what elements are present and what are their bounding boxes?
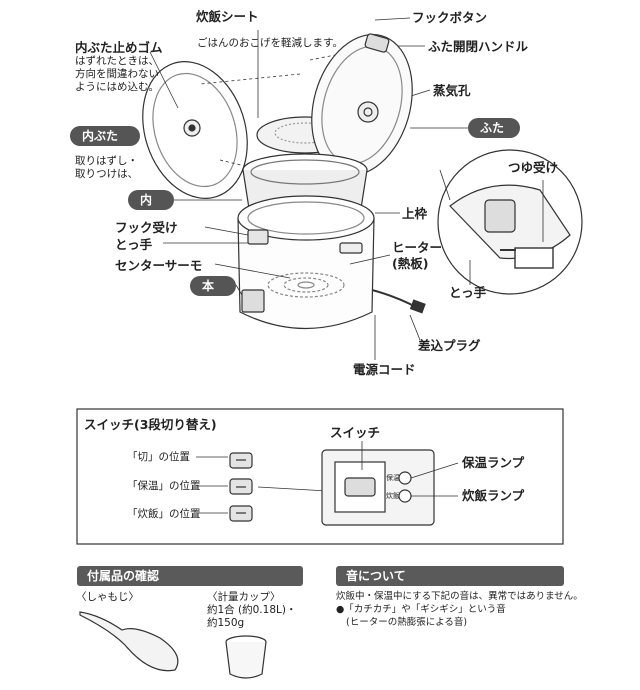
cup-title: 〈計量カップ〉: [207, 591, 281, 603]
keep-warm-lamp-label: 保温ランプ: [462, 455, 525, 470]
switch-position-off: 「切」の位置: [127, 451, 190, 463]
switch-panel-illustration: [321, 441, 459, 526]
inner-lid-illustration: [142, 61, 248, 199]
switch-position-icons: [229, 452, 253, 522]
sound-line-2: ●「カチカチ」や「ギシギシ」という音: [336, 604, 506, 615]
steam-vent-label: 蒸気孔: [433, 83, 471, 98]
switch-box-title: スイッチ(3段切り替え): [84, 417, 217, 432]
gasket-note-line-1: はずれたときは、: [75, 55, 159, 67]
switch-position-cook: 「炊飯」の位置: [127, 508, 201, 520]
panel-keep-warm-text: 保温: [386, 474, 400, 482]
rice-sheet-note: ごはんのおこげを軽減します。: [197, 37, 343, 49]
sound-header: 音について: [336, 566, 564, 586]
heater-label-line-1: ヒーター: [392, 240, 443, 255]
cup-spec-line-2: 約150g: [207, 617, 245, 629]
inner-lid-gasket-title: 内ぶた止めゴム: [75, 40, 163, 55]
center-thermo-label: センターサーモ: [115, 258, 203, 273]
cook-lamp-label: 炊飯ランプ: [462, 488, 525, 503]
lid-badge: ふた: [468, 118, 520, 138]
heater-label-line-2: (熱板): [392, 256, 429, 271]
gasket-note-line-2: 方向を間違わない: [75, 68, 159, 80]
rice-sheet-label: 炊飯シート: [196, 9, 259, 24]
panel-cook-text: 炊飯: [386, 492, 400, 500]
inner-lid-badge: 内ぶた: [70, 126, 140, 146]
inner-lid-note-line-2: 取りつけは、: [75, 168, 139, 180]
measuring-cup-illustration: [225, 635, 267, 679]
lid-handle-label: ふた開閉ハンドル: [428, 39, 529, 54]
hook-button-label: フックボタン: [412, 10, 488, 25]
inner-lid-note-line-1: 取りはずし・: [75, 155, 138, 167]
plug-label: 差込プラグ: [418, 338, 481, 353]
detail-inset-illustration: [437, 149, 583, 295]
cup-spec-line-1: 約1合 (約0.18L)・: [207, 604, 297, 616]
paddle-illustration: [79, 611, 179, 672]
body-badge: 本体: [190, 276, 236, 313]
upper-frame-label: 上枠: [402, 206, 428, 221]
handle-left-label: とっ手: [115, 237, 153, 252]
switch-label: スイッチ: [330, 425, 381, 440]
gasket-note-line-3: ようにはめ込む。: [75, 81, 159, 93]
hook-receiver-label: フック受け: [115, 220, 178, 235]
body-illustration: [237, 195, 426, 330]
sound-line-1: 炊飯中・保温中にする下記の音は、異常ではありません。: [336, 591, 583, 602]
accessories-header: 付属品の確認: [77, 566, 303, 586]
sound-line-3: (ヒーターの熱膨張による音): [346, 617, 468, 628]
power-cord-label: 電源コード: [353, 362, 416, 377]
switch-box-frame: [76, 408, 564, 545]
dew-receiver-label: つゆ受け: [508, 160, 559, 175]
handle-right-label: とっ手: [449, 285, 487, 300]
paddle-label: 〈しゃもじ〉: [76, 591, 139, 603]
switch-position-keep-warm: 「保温」の位置: [127, 480, 201, 492]
inner-pot-badge: 内なべ: [128, 190, 174, 247]
